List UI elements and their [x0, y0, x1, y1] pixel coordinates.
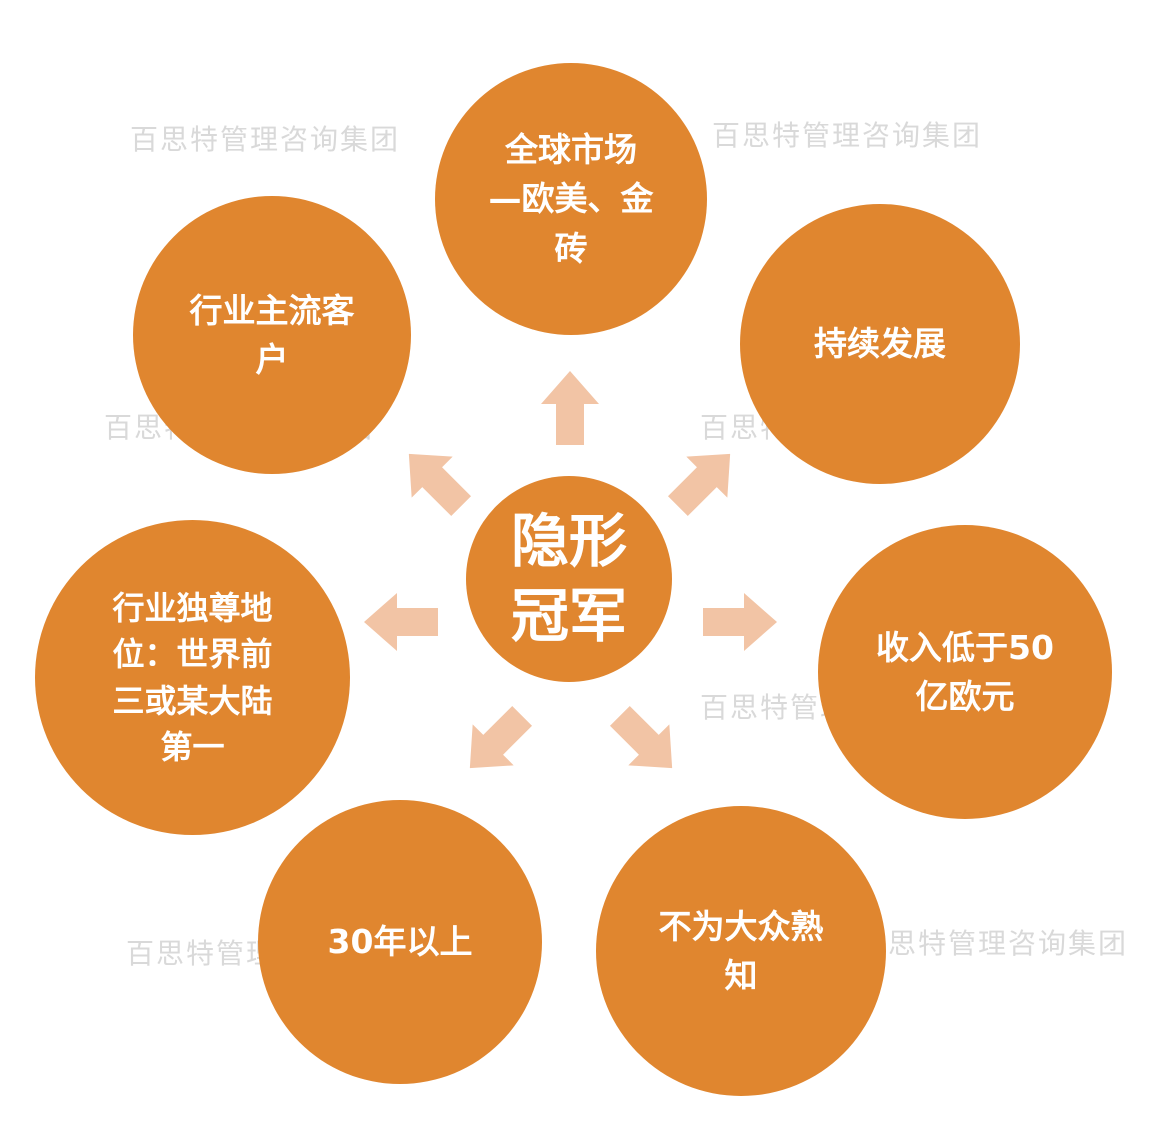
arrow-up-left-icon [388, 433, 481, 526]
node-revenue-under-5b-euro-label: 收入低于50 亿欧元 [876, 627, 1054, 717]
node-sustained-development-label: 持续发展 [814, 324, 946, 364]
watermark-text: 百思特管理咨询集团 [858, 927, 1129, 960]
node-industry-dominance-label: 行业独尊地 位：世界前 三或某大陆 第一 [112, 588, 273, 766]
node-over-30-years: 30年以上 [258, 800, 542, 1084]
node-over-30-years-label: 30年以上 [327, 922, 473, 962]
node-not-widely-known: 不为大众熟 知 [596, 806, 886, 1096]
arrow-down-left-icon [449, 695, 542, 788]
node-revenue-under-5b-euro: 收入低于50 亿欧元 [818, 525, 1112, 819]
watermark-text: 百思特管理咨询集团 [712, 119, 983, 152]
watermark-text: 百思特管理咨询集团 [130, 123, 401, 156]
node-mainstream-customers-label: 行业主流客 户 [189, 290, 355, 380]
arrow-down-right-icon [599, 695, 692, 788]
node-sustained-development: 持续发展 [740, 204, 1020, 484]
node-global-market-label: 全球市场 —欧美、金 砖 [488, 129, 654, 268]
node-mainstream-customers: 行业主流客 户 [133, 196, 411, 474]
arrow-up-right-icon [657, 433, 750, 526]
node-not-widely-known-label: 不为大众熟 知 [658, 906, 824, 996]
center-node-hidden-champion: 隐形 冠军 [466, 476, 672, 682]
node-industry-dominance: 行业独尊地 位：世界前 三或某大陆 第一 [35, 520, 350, 835]
node-global-market: 全球市场 —欧美、金 砖 [435, 63, 707, 335]
arrow-up-icon [541, 371, 599, 445]
arrow-right-icon [703, 593, 777, 651]
center-node-label: 隐形 冠军 [510, 506, 627, 650]
arrow-left-icon [364, 593, 438, 651]
